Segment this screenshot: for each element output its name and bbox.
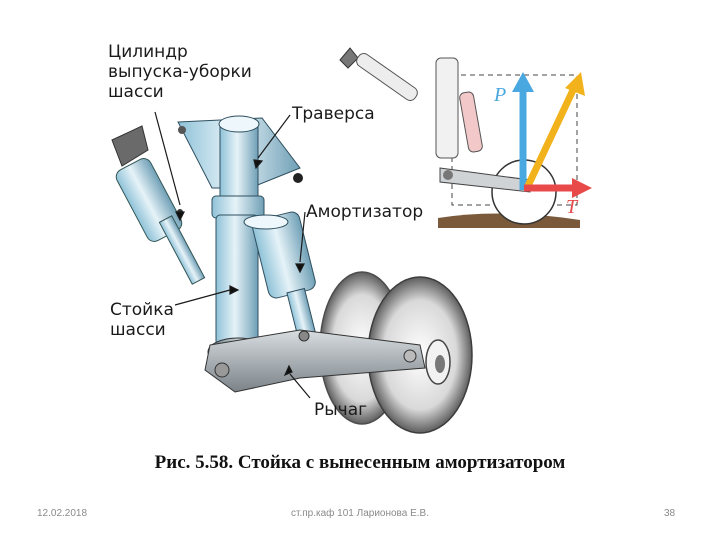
label-traverse: Траверса (292, 104, 375, 124)
footer-date: 12.02.2018 (37, 508, 88, 519)
label-lever: Рычаг (314, 400, 368, 420)
lever (204, 329, 426, 393)
label-strut: Стойка шасси (110, 300, 174, 340)
label-line: Стойка (110, 300, 174, 320)
vector-label-t: T (566, 196, 578, 218)
shock-absorber (243, 211, 316, 338)
retraction-cylinder (111, 125, 206, 285)
footer-page-number: 38 (664, 508, 676, 519)
vector-label-p: P (494, 84, 507, 106)
label-line: шасси (110, 320, 166, 340)
figure-caption: Рис. 5.58. Стойка с вынесенным амортизат… (154, 452, 566, 473)
label-retraction-cylinder: Цилиндр выпуска-уборки шасси (108, 42, 252, 102)
label-line: Цилиндр (108, 42, 188, 62)
force-diagram (339, 47, 592, 228)
leader-lines (154, 111, 311, 399)
landing-gear-figure (111, 47, 592, 434)
footer-author: ст.пр.каф 101 Ларионова Е.В. (291, 508, 429, 519)
label-shock-absorber: Амортизатор (306, 202, 424, 222)
label-line: шасси (108, 82, 164, 102)
label-line: выпуска-уборки (108, 62, 252, 82)
